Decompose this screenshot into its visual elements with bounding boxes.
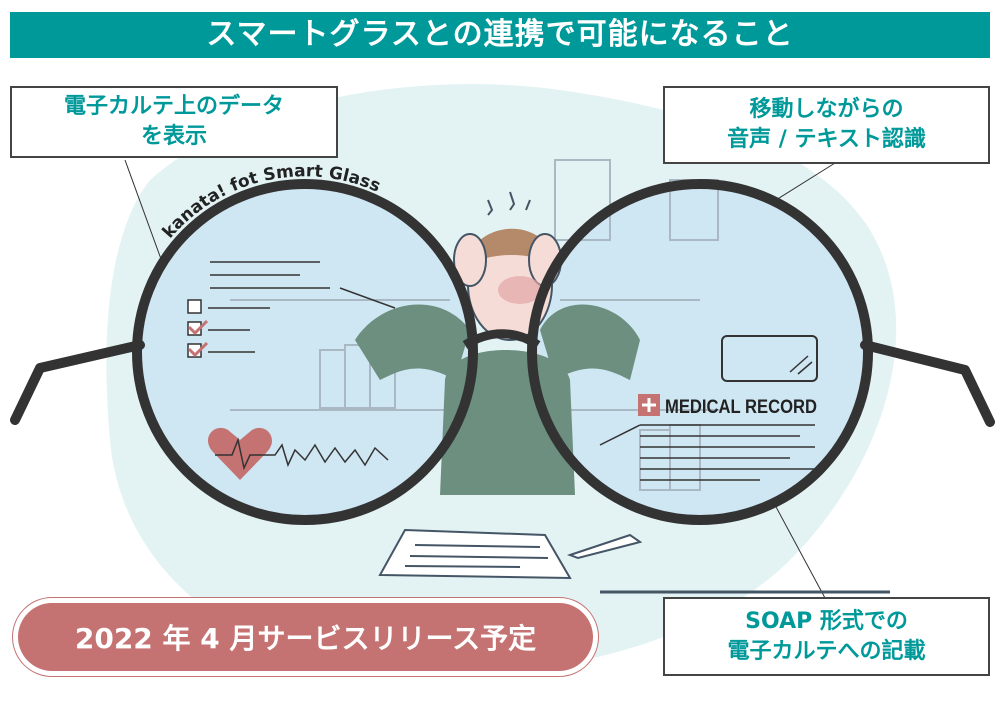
feature-voice-recognition: 移動しながらの 音声 / テキスト認識 <box>663 86 990 164</box>
feature-voice-line1: 移動しながらの <box>749 97 904 122</box>
right-lens-frame <box>527 179 873 525</box>
card-icon <box>721 335 818 382</box>
feature-display-line1: 電子カルテ上のデータ <box>63 94 284 119</box>
checkbox-empty <box>187 299 202 314</box>
document-lines-right <box>599 424 815 481</box>
release-text: 2022 年 4 月サービスリリース予定 <box>18 603 593 671</box>
callout-line-soap <box>774 504 826 599</box>
callout-line-display <box>124 159 166 271</box>
right-temple <box>860 340 995 427</box>
heart-icon <box>208 427 272 480</box>
page-title: スマートグラスとの連携で可能になること <box>10 12 990 58</box>
feature-soap-line1: SOAP 形式での <box>745 608 908 634</box>
paper-icon <box>378 528 572 580</box>
feature-soap-line2: 電子カルテへの記載 <box>727 638 926 664</box>
left-temple <box>10 340 145 425</box>
left-lens-frame <box>132 179 478 525</box>
checklist <box>187 299 270 358</box>
feature-soap-record: SOAP 形式での 電子カルテへの記載 <box>663 597 990 676</box>
pen-icon <box>567 533 643 560</box>
medical-record-label: MEDICAL RECORD <box>665 397 817 418</box>
feature-display-line2: を表示 <box>140 124 207 149</box>
feature-display-data: 電子カルテ上のデータ を表示 <box>10 86 338 158</box>
release-badge: 2022 年 4 月サービスリリース予定 <box>12 597 599 677</box>
document-lines-left <box>210 261 396 309</box>
feature-voice-line2: 音声 / テキスト認識 <box>727 127 926 152</box>
heartbeat-line <box>215 437 389 471</box>
